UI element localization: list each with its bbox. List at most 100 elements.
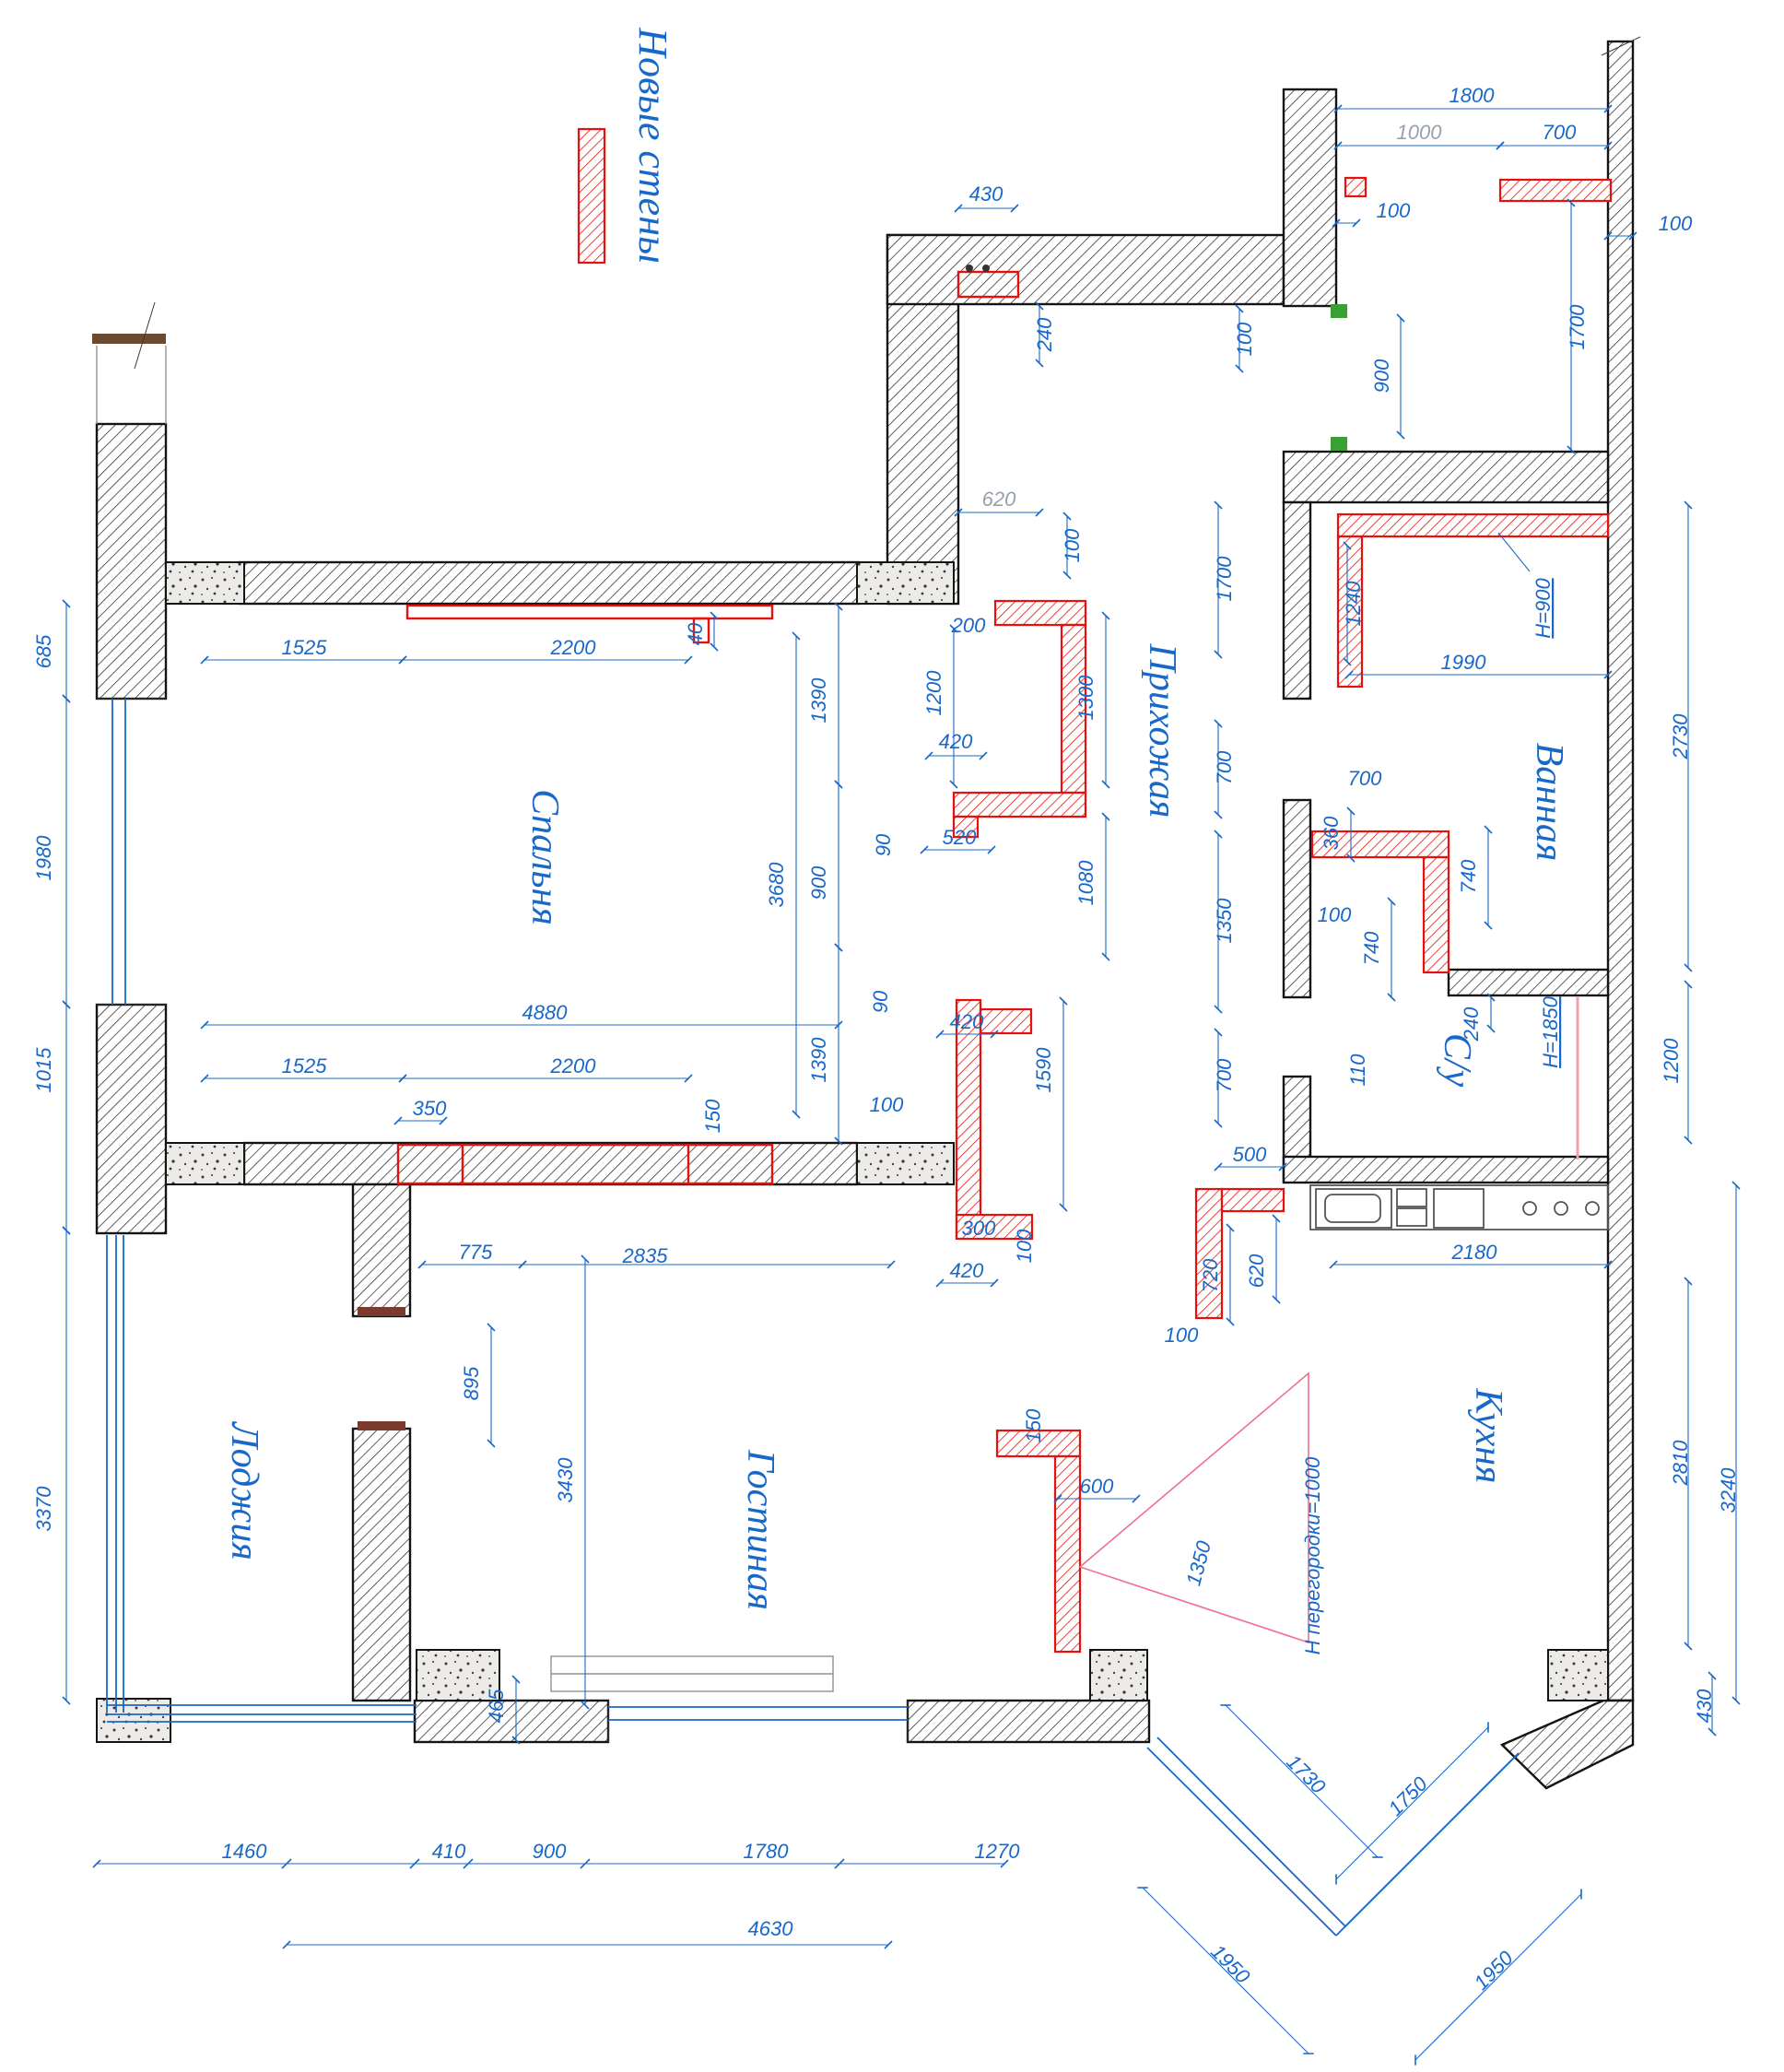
new-wall (1498, 178, 1613, 203)
dim-label: 500 (1233, 1143, 1267, 1166)
dim-label: 430 (1693, 1689, 1716, 1723)
dim-label: 700 (1543, 121, 1577, 144)
dim-label: 1015 (32, 1047, 55, 1093)
dim-label: 1990 (1441, 651, 1487, 674)
dim-label: 1700 (1566, 304, 1589, 350)
dim-label: 1200 (922, 670, 945, 716)
bathroom-wc-divider-wall (1447, 968, 1610, 997)
kitchen-module (1396, 1188, 1427, 1207)
bathroom-left-wall-a (1282, 500, 1312, 700)
new-wall-wardrobe (993, 599, 1087, 627)
dim-label: 2200 (550, 1054, 597, 1077)
walls-new (396, 127, 1613, 1654)
concrete-block (856, 1142, 955, 1185)
partition-annotation-triangle (1078, 1372, 1309, 1644)
new-wall-tick (692, 617, 710, 644)
door-position-mark (1331, 437, 1347, 451)
kitchen-sink (1315, 1188, 1392, 1229)
dimension-lines-shape (463, 1858, 474, 1869)
kitchen-sink-bowl (1324, 1194, 1381, 1223)
wall-break-mark (134, 301, 156, 370)
dim-label: 465 (485, 1689, 508, 1723)
new-partition-kitchen (1053, 1454, 1082, 1654)
dim-label: 3370 (32, 1486, 55, 1532)
dim-label: 110 (1346, 1054, 1369, 1087)
dim-label: 1080 (1074, 860, 1097, 906)
dim-label: 2180 (1451, 1241, 1498, 1264)
dim-label: 420 (950, 1010, 984, 1033)
dim-label: 1800 (1450, 84, 1496, 107)
room-label: Ванная (1528, 743, 1570, 862)
dim-label: 410 (432, 1840, 466, 1863)
niche-left-wall (1282, 88, 1338, 308)
concrete-block (165, 561, 245, 605)
dim-label: 100 (1233, 322, 1256, 356)
dim-label: 720 (1199, 1258, 1222, 1292)
dim-label: 900 (533, 1840, 567, 1863)
kitchen-counter (1309, 1184, 1609, 1230)
dim-label: 1300 (1074, 675, 1097, 721)
dim-label: 2810 (1669, 1440, 1692, 1487)
bay-corner-wall (1499, 1699, 1635, 1790)
new-wall-wardrobe (952, 815, 980, 839)
dim-label: H=900 (1532, 578, 1555, 639)
dim-label: 1000 (1397, 121, 1443, 144)
dim-label: 1950 (1206, 1940, 1255, 1989)
dim-label: 775 (459, 1241, 493, 1264)
new-wall-strip (405, 604, 774, 620)
legend-t-label: Новые стены (630, 27, 675, 264)
socket-mark (966, 265, 973, 272)
dim-label: 100 (1165, 1324, 1199, 1347)
room-label: С/у (1436, 1033, 1478, 1088)
dim-label: 2730 (1669, 713, 1692, 760)
dim-label: 2200 (550, 636, 597, 659)
hall-top-wall (886, 233, 1285, 306)
dim-label: 1525 (282, 636, 328, 659)
concrete-blocks (96, 561, 1609, 1743)
dim-label: 240 (1033, 317, 1056, 352)
dim-label: 1350 (1213, 898, 1236, 944)
dim-label: 3240 (1717, 1467, 1740, 1513)
new-partition-top (995, 1429, 1082, 1458)
dim-label: 620 (982, 488, 1016, 511)
loggia-partition-upper (351, 1183, 412, 1318)
dim-label: 895 (460, 1366, 483, 1400)
dimension-lines-shape (834, 1858, 845, 1869)
new-wall-bathroom-h900 (1336, 512, 1610, 538)
room-label: Прихожая (1141, 643, 1183, 818)
dim-label: 1590 (1032, 1047, 1055, 1093)
dim-label: 740 (1457, 859, 1480, 893)
walls-existing (95, 40, 1635, 1790)
dim-label: 100 (1318, 903, 1352, 926)
dim-label: 240 (1460, 1007, 1483, 1042)
new-wall-wardrobe (955, 1213, 1034, 1241)
dim-label: 1780 (744, 1840, 790, 1863)
dim-label: 1950 (1470, 1946, 1519, 1995)
dim-label: 3680 (765, 862, 788, 908)
dimension-lines (62, 104, 1741, 2066)
dim-label: 2835 (622, 1244, 669, 1267)
dim-label: 100 (1659, 212, 1693, 235)
exterior-wall-right (1606, 40, 1635, 1702)
dim-label: 360 (1320, 816, 1343, 850)
dim-label: 1525 (282, 1054, 328, 1077)
dim-label: 740 (1360, 931, 1383, 965)
bedroom-bottom-wall (242, 1141, 859, 1186)
dim-label: 150 (1022, 1408, 1045, 1442)
wall-break-mark (1601, 36, 1641, 56)
dim-label: 90 (869, 990, 892, 1013)
new-wall-kitchen-entry (1220, 1187, 1285, 1213)
dim-label: 900 (1370, 359, 1393, 393)
new-wall-wardrobe (952, 791, 1087, 818)
stove-burner (1554, 1201, 1568, 1216)
room-label: Гостиная (739, 1449, 781, 1610)
dim-label: H=1850 (1539, 995, 1562, 1067)
dimension-lines-shape (1335, 1722, 1489, 1885)
new-wall-wc (1422, 855, 1450, 974)
socket-mark (982, 265, 990, 272)
kitchen-module (1396, 1207, 1427, 1227)
dim-label: 1350 (1181, 1537, 1215, 1587)
dim-label: 1980 (32, 835, 55, 881)
dim-label: 3430 (554, 1457, 577, 1503)
